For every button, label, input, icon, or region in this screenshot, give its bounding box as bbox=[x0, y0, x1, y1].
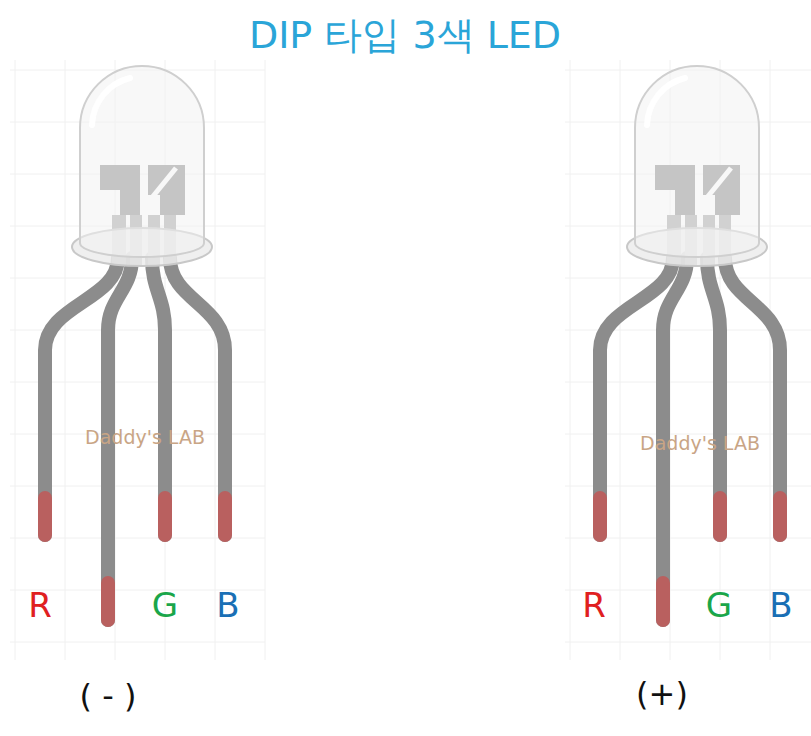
watermark: Daddy's LAB bbox=[85, 427, 205, 448]
pin-name: G bbox=[706, 587, 732, 624]
grid-line bbox=[10, 642, 265, 643]
title: DIP 타입 3색 LED bbox=[249, 15, 561, 57]
polarity-label: (+) bbox=[636, 677, 688, 712]
watermark: Daddy's LAB bbox=[640, 433, 760, 454]
grid-line bbox=[570, 60, 571, 660]
pin-name: G bbox=[152, 587, 178, 624]
grid-line bbox=[10, 278, 265, 279]
grid-line bbox=[265, 60, 266, 660]
pin-name: B bbox=[769, 587, 792, 624]
grid-line bbox=[565, 642, 811, 643]
grid-line bbox=[770, 60, 771, 660]
grid-line bbox=[65, 60, 66, 660]
grid-line bbox=[620, 60, 621, 660]
grid-line bbox=[215, 60, 216, 660]
grid-line bbox=[15, 60, 16, 660]
pin-name: R bbox=[582, 587, 606, 624]
pin-name: R bbox=[28, 587, 52, 624]
polarity-label: ( - ) bbox=[80, 679, 137, 714]
pin-name: B bbox=[216, 587, 239, 624]
